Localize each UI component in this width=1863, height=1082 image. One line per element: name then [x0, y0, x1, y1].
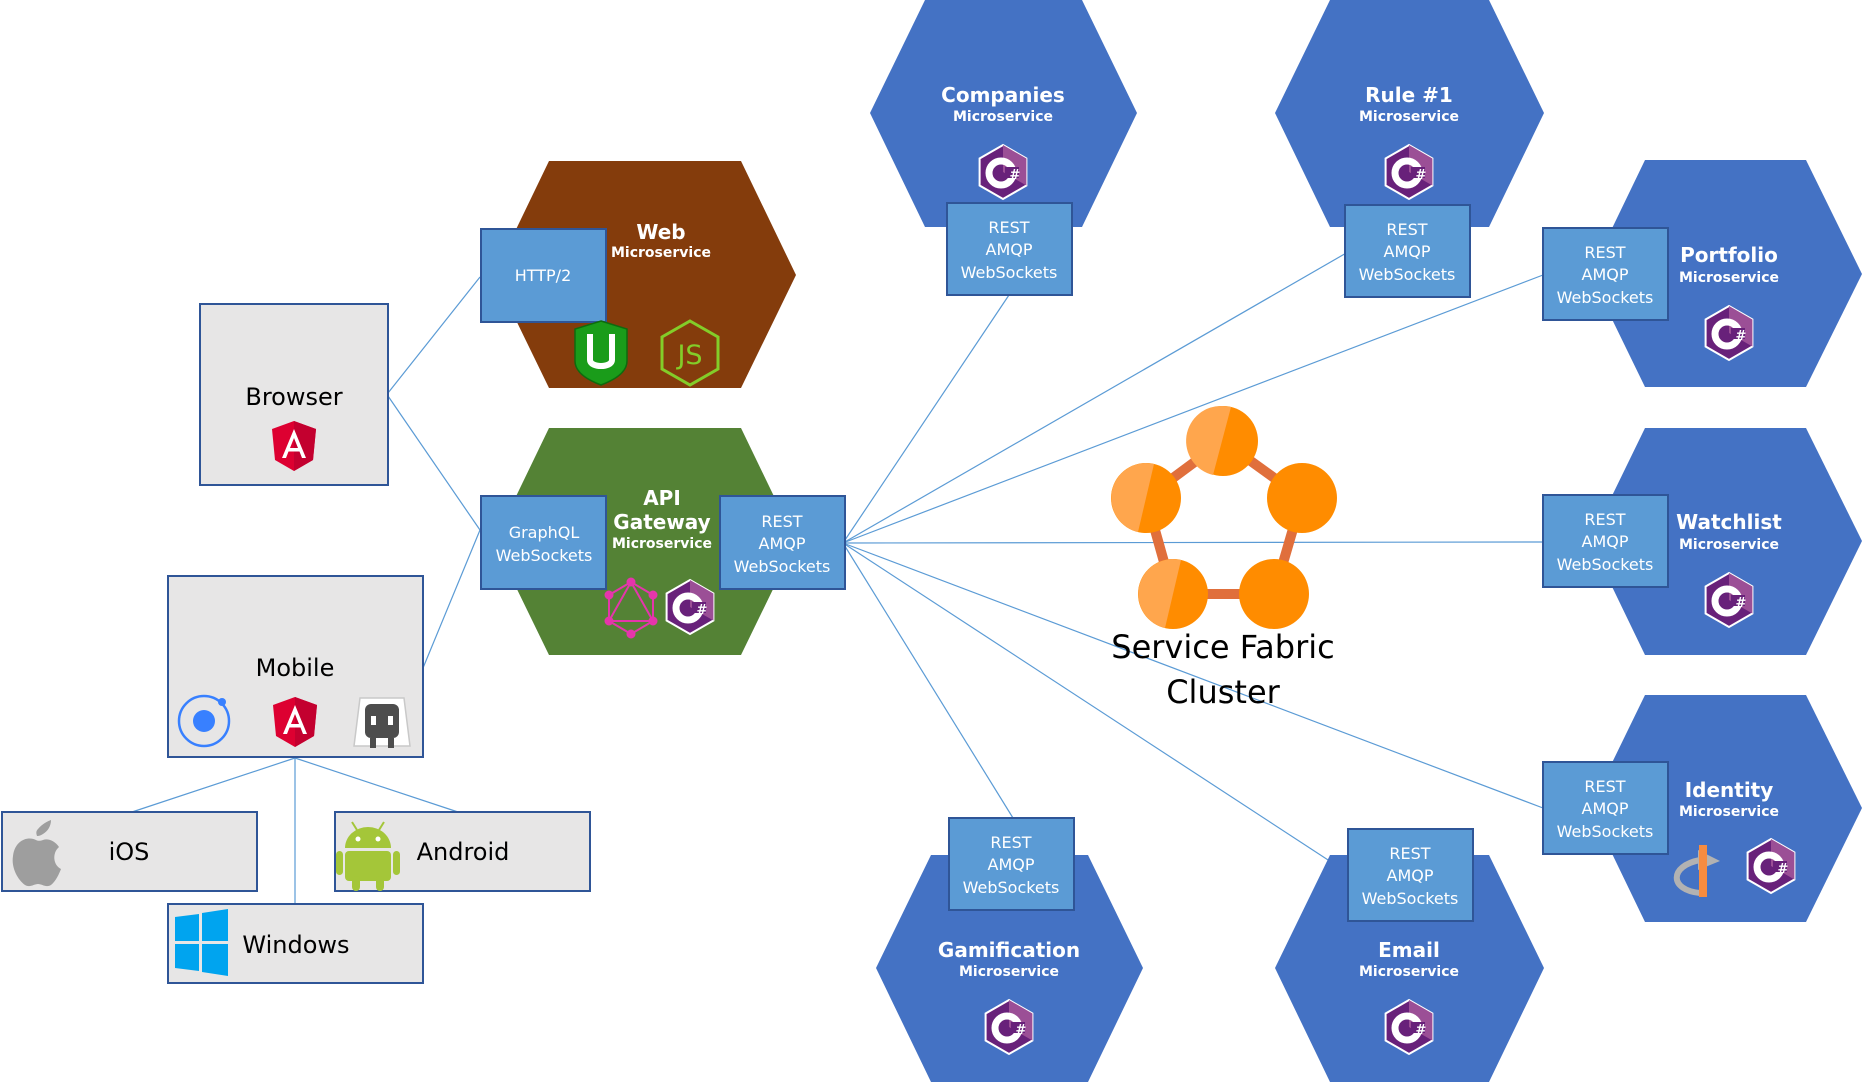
protocol-label: REST [1584, 777, 1625, 796]
web-title: Web [636, 220, 685, 244]
companies-title: Companies [941, 83, 1065, 107]
email-protocol-box: REST AMQP WebSockets [1347, 828, 1474, 922]
protocol-label: REST [988, 218, 1029, 237]
identity-subtitle: Microservice [1679, 804, 1779, 820]
watchlist-microservice: Watchlist Microservice REST AMQP WebSock… [1542, 428, 1862, 655]
companies-protocol-box: REST AMQP WebSockets [946, 202, 1073, 296]
protocol-label: AMQP [986, 240, 1033, 259]
protocol-label: REST [1386, 220, 1427, 239]
gateway-subtitle: Microservice [612, 536, 712, 552]
mobile-label: Mobile [256, 654, 335, 682]
gateway-title-line1: API [643, 486, 681, 510]
android-label: Android [417, 838, 510, 866]
http2-protocol-box: HTTP/2 [480, 228, 607, 323]
protocol-label: REST [1584, 243, 1625, 262]
protocol-label: REST [1584, 510, 1625, 529]
http2-label: HTTP/2 [515, 266, 572, 285]
rule1-microservice: Rule #1 Microservice REST AMQP WebSocket… [1275, 0, 1544, 298]
rule1-subtitle: Microservice [1359, 109, 1459, 125]
email-subtitle: Microservice [1359, 964, 1459, 980]
protocol-label: WebSockets [1362, 889, 1459, 908]
gamification-protocol-box: REST AMQP WebSockets [948, 817, 1075, 911]
nodejs-icon: JS [660, 319, 720, 387]
companies-microservice: Companies Microservice REST AMQP WebSock… [870, 0, 1137, 296]
portfolio-microservice: Portfolio Microservice REST AMQP WebSock… [1542, 160, 1862, 387]
web-microservice: Web Microservice HTTP/2 JS [480, 161, 796, 388]
identity-protocol-box: REST AMQP WebSockets [1542, 761, 1669, 855]
cluster-label-line2: Cluster [1166, 673, 1280, 711]
protocol-label: AMQP [1384, 242, 1431, 261]
protocol-label: AMQP [1582, 532, 1629, 551]
protocol-label: AMQP [1582, 799, 1629, 818]
portfolio-protocol-box: REST AMQP WebSockets [1542, 227, 1669, 321]
rule1-title: Rule #1 [1365, 83, 1453, 107]
companies-subtitle: Microservice [953, 109, 1053, 125]
gateway-rest-label: REST [761, 512, 802, 531]
portfolio-title: Portfolio [1680, 243, 1778, 267]
gateway-outbound-protocol-box: REST AMQP WebSockets [719, 495, 846, 590]
connector-lines [131, 251, 1544, 904]
service-fabric-icon [1111, 405, 1337, 629]
protocol-label: WebSockets [961, 263, 1058, 282]
protocol-label: WebSockets [963, 878, 1060, 897]
browser-label: Browser [245, 383, 342, 411]
rule1-protocol-box: REST AMQP WebSockets [1344, 204, 1471, 298]
protocol-label: AMQP [1582, 265, 1629, 284]
windows-icon [175, 909, 228, 976]
portfolio-subtitle: Microservice [1679, 270, 1779, 286]
android-icon [336, 821, 400, 891]
web-subtitle: Microservice [611, 245, 711, 261]
universal-shield-icon [574, 320, 628, 386]
protocol-label: AMQP [988, 855, 1035, 874]
gateway-title-line2: Gateway [613, 510, 710, 534]
ionic-icon [177, 694, 231, 748]
service-fabric-cluster: Service Fabric Cluster [1111, 405, 1337, 711]
graphql-icon [604, 577, 658, 639]
watchlist-title: Watchlist [1676, 510, 1782, 534]
protocol-label: WebSockets [1557, 822, 1654, 841]
ios-box: iOS [1, 811, 258, 892]
protocol-label: REST [990, 833, 1031, 852]
protocol-label: REST [1389, 844, 1430, 863]
graphql-websockets-label: WebSockets [496, 546, 593, 565]
gamification-subtitle: Microservice [959, 964, 1059, 980]
identity-microservice: Identity Microservice REST AMQP WebSocke… [1542, 695, 1862, 922]
windows-label: Windows [242, 931, 349, 959]
browser-box: Browser [199, 303, 389, 486]
svg-text:JS: JS [675, 340, 702, 371]
protocol-label: AMQP [1387, 866, 1434, 885]
gamification-microservice: Gamification Microservice REST AMQP WebS… [876, 817, 1143, 1082]
watchlist-protocol-box: REST AMQP WebSockets [1542, 494, 1669, 588]
protocol-label: WebSockets [1557, 288, 1654, 307]
android-box: Android [334, 811, 591, 892]
cluster-label-line1: Service Fabric [1111, 628, 1334, 666]
cordova-icon [353, 697, 411, 748]
gateway-websockets-label: WebSockets [734, 557, 831, 576]
mobile-box: Mobile [167, 575, 424, 758]
graphql-protocol-box: GraphQL WebSockets [480, 495, 607, 590]
gamification-title: Gamification [938, 938, 1080, 962]
email-title: Email [1378, 938, 1440, 962]
graphql-protocol-label: GraphQL [509, 523, 580, 542]
protocol-label: WebSockets [1359, 265, 1456, 284]
protocol-label: WebSockets [1557, 555, 1654, 574]
identity-title: Identity [1685, 778, 1774, 802]
watchlist-subtitle: Microservice [1679, 537, 1779, 553]
email-microservice: Email Microservice REST AMQP WebSockets [1275, 828, 1544, 1082]
ios-label: iOS [109, 838, 150, 866]
openid-icon [1673, 845, 1720, 897]
api-gateway-microservice: API Gateway Microservice GraphQL WebSock… [480, 428, 846, 655]
windows-box: Windows [167, 903, 424, 984]
gateway-amqp-label: AMQP [759, 534, 806, 553]
apple-icon [12, 820, 61, 887]
